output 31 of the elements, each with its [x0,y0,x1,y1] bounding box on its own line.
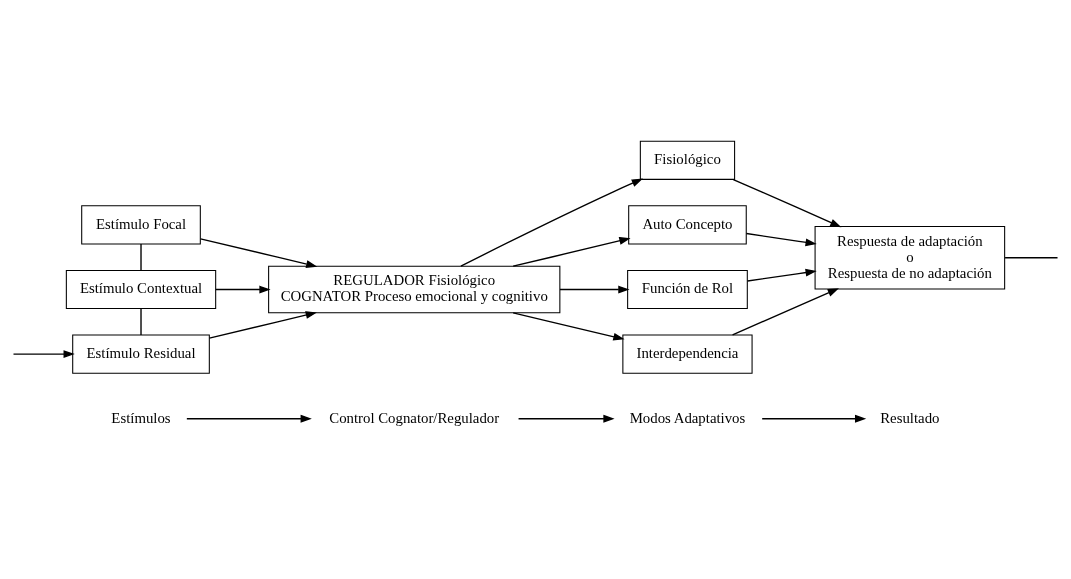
arrow [731,288,839,336]
arrow [12,350,75,359]
arrow [512,312,625,341]
arrow [215,285,271,294]
arrow [517,414,615,423]
connector [140,243,142,271]
node-box: Estímulo Contextual [65,269,217,310]
node-box: Función de Rol [627,269,748,310]
arrow [746,268,817,282]
node-text: Estímulos [111,409,171,426]
arrow [745,232,817,247]
node-box: Auto Concepto [628,205,747,245]
arrow [186,414,312,423]
arrow [199,238,318,268]
arrow [208,311,317,339]
node-box: REGULADOR Fisiológico COGNATOR Proceso emocional y cognitivo [268,265,561,314]
connector [1004,257,1059,259]
node-box: Interdependencia [622,334,753,374]
arrow [460,178,643,267]
node-text: Resultado [880,409,940,426]
node-box: Respuesta de adaptación o Respuesta de no adaptación [814,225,1006,290]
node-box: Estímulo Residual [72,334,210,374]
node-text: Modos Adaptativos [629,409,746,426]
arrow [512,237,631,267]
node-box: Fisiológico [639,140,736,180]
arrow [559,285,630,294]
arrow [732,178,842,228]
node-text: Control Cognator/Regulador [329,409,500,426]
node-box: Estímulo Focal [81,205,201,245]
connector [140,307,142,336]
arrow [761,414,867,423]
